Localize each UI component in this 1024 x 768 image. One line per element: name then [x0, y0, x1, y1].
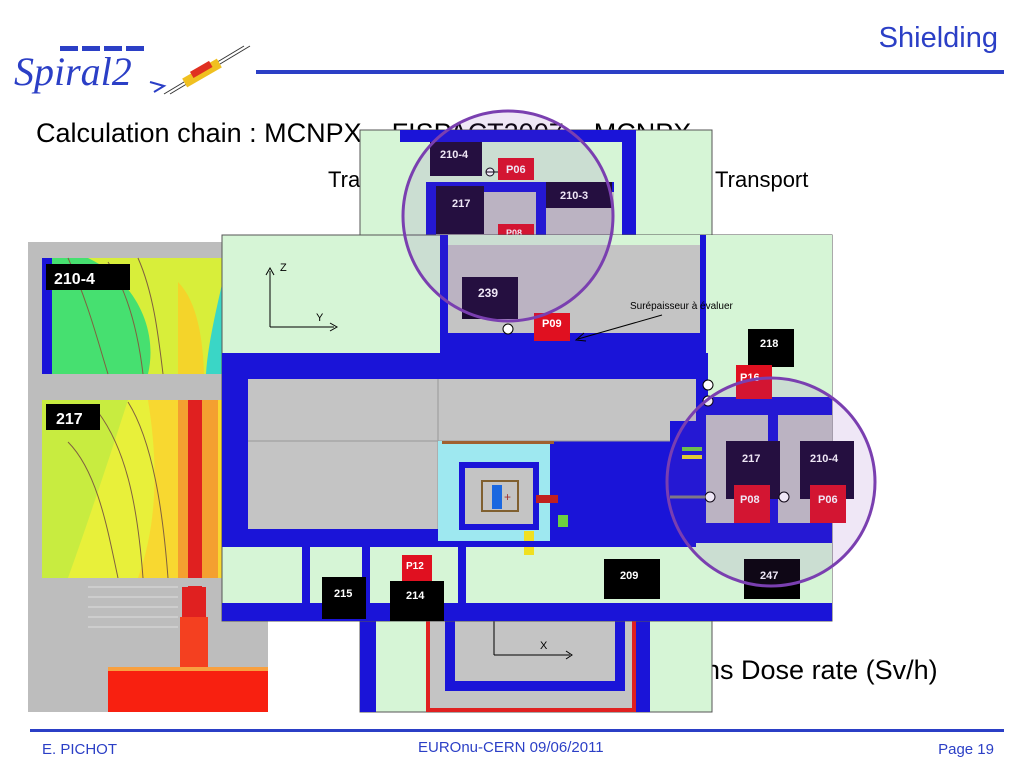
room-217-label: 217 [742, 453, 760, 465]
port-p08-label: P08 [740, 494, 760, 506]
slide-title: Shielding [878, 22, 998, 54]
axis-x-label: X [540, 640, 548, 652]
room-209-label: 209 [620, 570, 638, 582]
logo-text: Spiral2 [14, 49, 132, 94]
thickness-annotation: Surépaisseur à évaluer [630, 301, 734, 312]
logo-graphic [60, 45, 251, 95]
room-215-label: 215 [334, 588, 352, 600]
subtitle-fragment-right: - Transport [702, 167, 809, 192]
plan-top-port-2: P08 [506, 228, 522, 238]
axis-z-label: Z [280, 262, 287, 274]
subtitle-fragment-left: Tra [328, 167, 361, 192]
room-218-label: 218 [760, 338, 778, 350]
dose-rate-caption: ons Dose rate (Sv/h) [690, 655, 938, 685]
footer-author: E. PICHOT [42, 741, 118, 758]
plan-top-port-1: P06 [506, 164, 526, 176]
highlight-circle-right [664, 375, 878, 589]
room-247-label: 247 [760, 570, 778, 582]
footer-page-number: Page 19 [938, 741, 994, 758]
port-p09-label: P09 [542, 318, 562, 330]
plan-top-room-1: 210-4 [440, 149, 469, 161]
port-p06-label: P06 [818, 494, 838, 506]
spiral2-logo [14, 42, 252, 100]
header-divider [256, 70, 1004, 74]
room-210-4-label: 210-4 [810, 453, 839, 465]
plan-top-room-2: 217 [452, 198, 470, 210]
room-239-label: 239 [478, 286, 498, 300]
room-214-label: 214 [406, 590, 425, 602]
dose-room-label-a: 210-4 [54, 271, 95, 288]
svg-text:+: + [504, 490, 511, 504]
plan-top-room-3: 210-3 [560, 190, 588, 202]
dose-room-label-b: 217 [56, 411, 83, 428]
port-p12-label: P12 [406, 561, 424, 572]
axis-y-label: Y [316, 312, 324, 324]
footer-event: EUROnu-CERN 09/06/2011 [418, 739, 604, 756]
floor-plan-main: + Z Y 239 P09 Surépaisseur à évalue [221, 234, 854, 622]
dose-room-label-bg [46, 264, 130, 290]
footer-divider [30, 729, 1004, 732]
highlight-circle-top [400, 108, 616, 324]
